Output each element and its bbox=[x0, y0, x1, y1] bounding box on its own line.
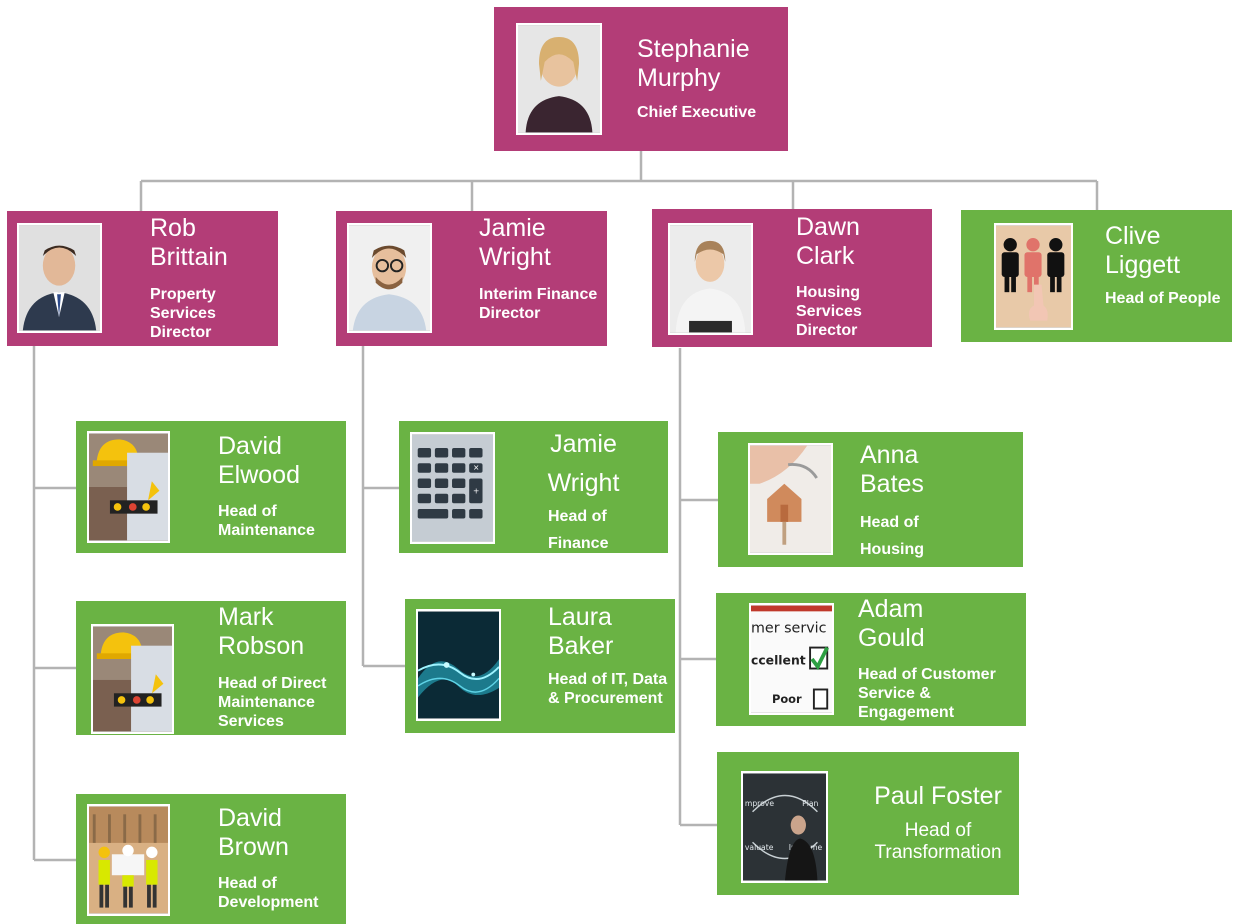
svg-text:×: × bbox=[473, 463, 479, 472]
head-name: Paul Foster bbox=[874, 782, 1002, 810]
cycle-word: valuate bbox=[745, 843, 774, 852]
head-name: Jamie Wright bbox=[547, 430, 620, 497]
head-node-jamie-wright: ×+ Jamie Wright Head of Finance bbox=[399, 421, 668, 553]
head-title: Head of Customer Service & Engagement bbox=[858, 666, 996, 721]
portrait-woman-icon bbox=[668, 223, 753, 335]
head-name: David Elwood bbox=[218, 432, 300, 489]
director-node-jamie: Jamie Wright Interim Finance Director bbox=[336, 211, 607, 346]
head-node-paul-foster: mprovePlanvaluateImpleme Paul Foster Hea… bbox=[717, 752, 1019, 895]
calculator-icon: ×+ bbox=[410, 432, 495, 544]
director-title: Property Services Director bbox=[150, 286, 216, 341]
head-node-anna-bates: Anna Bates Head of Housing bbox=[718, 432, 1023, 567]
head-title: Head of Development bbox=[218, 875, 319, 911]
house-key-icon bbox=[748, 443, 833, 555]
portrait-woman-blonde-icon bbox=[516, 23, 602, 135]
head-node-david-elwood: David Elwood Head of Maintenance bbox=[76, 421, 346, 553]
survey-word: ccellent bbox=[751, 654, 806, 668]
people-selection-icon bbox=[994, 223, 1073, 330]
head-title: Head of Direct Maintenance Services bbox=[218, 675, 327, 730]
director-node-rob: Rob Brittain Property Services Director bbox=[7, 211, 278, 346]
portrait-man-suit-icon bbox=[17, 223, 102, 333]
head-name: Mark Robson bbox=[218, 603, 305, 660]
hard-hat-worker-icon bbox=[91, 624, 174, 734]
director-name: Rob Brittain bbox=[150, 214, 228, 271]
cycle-word: Plan bbox=[802, 799, 818, 808]
head-name: Laura Baker bbox=[548, 603, 614, 660]
survey-word: Poor bbox=[772, 692, 802, 706]
director-title: Head of People bbox=[1105, 290, 1221, 307]
cycle-word: mprove bbox=[745, 799, 774, 808]
director-name: Jamie Wright bbox=[479, 214, 551, 271]
ceo-title: Chief Executive bbox=[637, 104, 757, 121]
director-title: Housing Services Director bbox=[796, 284, 862, 339]
head-title: Head of Maintenance bbox=[218, 503, 315, 539]
process-cycle-icon: mprovePlanvaluateImpleme bbox=[741, 771, 828, 883]
head-name: Anna Bates bbox=[860, 441, 924, 498]
ceo-name: Stephanie Murphy bbox=[637, 35, 750, 92]
head-node-mark-robson: Mark Robson Head of Direct Maintenance S… bbox=[76, 601, 346, 735]
director-title: Interim Finance Director bbox=[479, 286, 598, 322]
construction-team-icon bbox=[87, 804, 170, 916]
svg-text:+: + bbox=[473, 487, 479, 496]
ceo-node: Stephanie Murphy Chief Executive bbox=[494, 7, 788, 151]
digital-wave-icon bbox=[416, 609, 501, 721]
head-title: Head of Housing bbox=[860, 514, 924, 558]
head-name: David Brown bbox=[218, 804, 289, 861]
portrait-man-glasses-icon bbox=[347, 223, 432, 333]
director-name: Clive Liggett bbox=[1105, 222, 1181, 279]
director-name: Dawn Clark bbox=[796, 213, 860, 270]
head-title: Head of Finance bbox=[548, 508, 609, 552]
head-title: Head of Transformation bbox=[874, 820, 1002, 863]
head-title: Head of IT, Data & Procurement bbox=[548, 671, 668, 707]
head-node-david-brown: David Brown Head of Development bbox=[76, 794, 346, 924]
director-node-clive: Clive Liggett Head of People bbox=[961, 210, 1232, 342]
director-node-dawn: Dawn Clark Housing Services Director bbox=[652, 209, 932, 347]
head-node-laura-baker: Laura Baker Head of IT, Data & Procureme… bbox=[405, 599, 675, 733]
hard-hat-worker-icon bbox=[87, 431, 170, 543]
survey-word: mer servic bbox=[751, 620, 826, 636]
head-name: Adam Gould bbox=[858, 595, 925, 652]
